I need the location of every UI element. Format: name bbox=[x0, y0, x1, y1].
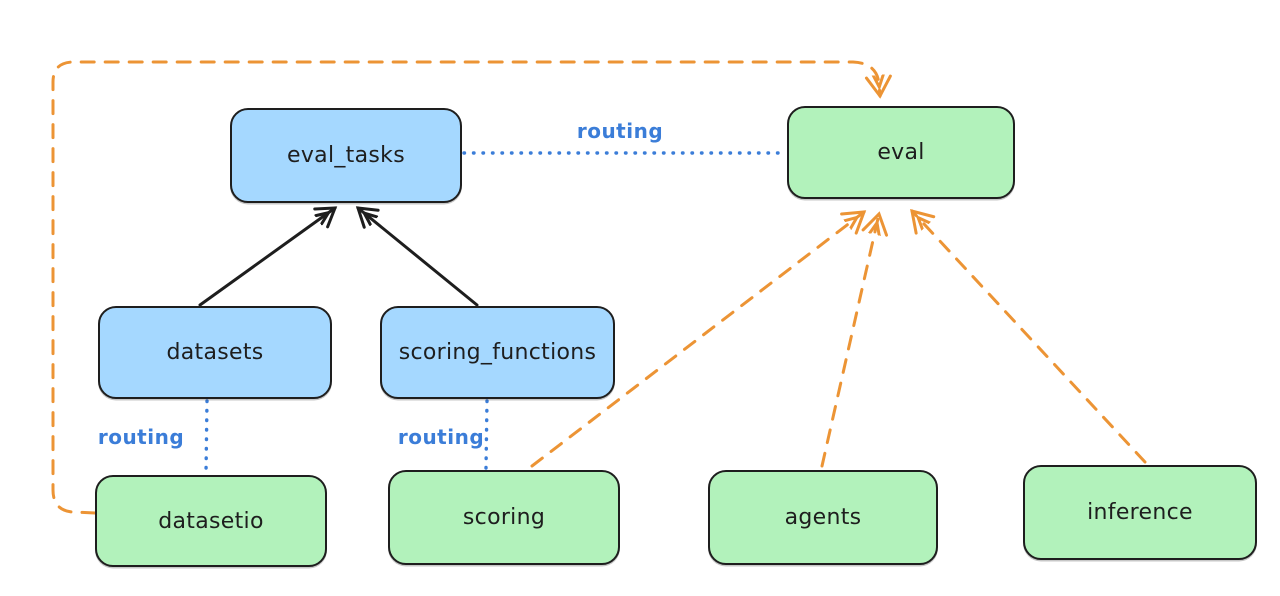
edge-datasetio-eval bbox=[51, 60, 880, 515]
node-eval-label: eval bbox=[877, 140, 925, 165]
edge-inference-eval bbox=[912, 211, 1147, 464]
node-agents-label: agents bbox=[784, 505, 862, 530]
routing-label-evaltasks-eval: routing bbox=[576, 119, 664, 143]
node-agents: agents bbox=[708, 470, 938, 565]
node-eval-tasks-label: eval_tasks bbox=[287, 143, 405, 168]
edge-datasets-datasetio-routing bbox=[204, 399, 209, 475]
routing-label-scoringfunctions-scoring: routing bbox=[397, 425, 485, 449]
edge-datasets-evaltasks bbox=[198, 208, 335, 307]
node-scoring-label: scoring bbox=[462, 505, 546, 530]
node-scoring-functions-label: scoring_functions bbox=[398, 340, 597, 365]
node-scoring: scoring bbox=[388, 470, 620, 565]
edge-scoringfunctions-scoring-routing bbox=[484, 399, 489, 470]
node-datasets: datasets bbox=[98, 306, 332, 399]
node-eval-tasks: eval_tasks bbox=[230, 108, 462, 203]
node-scoring-functions: scoring_functions bbox=[380, 306, 615, 399]
edge-agents-eval bbox=[820, 214, 879, 468]
node-datasetio: datasetio bbox=[95, 475, 327, 567]
routing-label-datasets-datasetio: routing bbox=[97, 425, 185, 449]
node-datasetio-label: datasetio bbox=[158, 508, 264, 534]
node-inference: inference bbox=[1023, 465, 1257, 560]
edge-scoringfunctions-evaltasks bbox=[358, 208, 479, 307]
node-eval: eval bbox=[787, 106, 1015, 199]
node-datasets-label: datasets bbox=[166, 340, 264, 365]
edge-scoring-eval bbox=[530, 212, 864, 468]
node-inference-label: inference bbox=[1087, 500, 1193, 525]
